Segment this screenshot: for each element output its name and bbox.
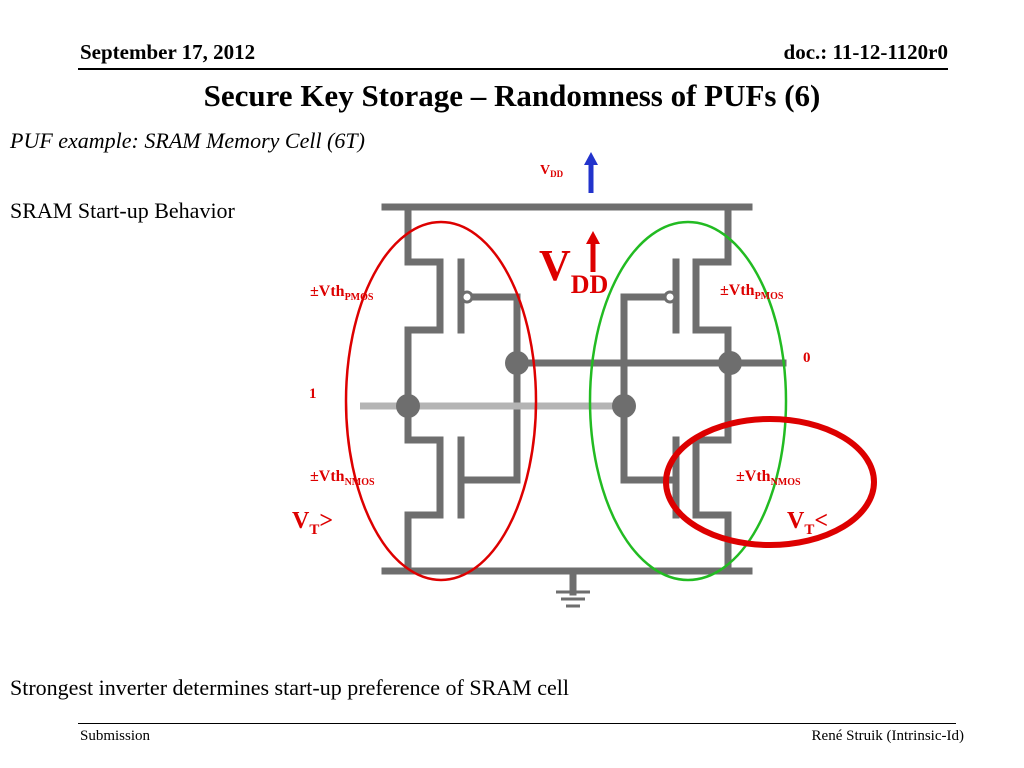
right-nmos-label: ±VthNMOS	[736, 468, 801, 488]
vdd-ramp-arrowhead-icon	[586, 231, 600, 244]
header-doc-id: doc.: 11-12-1120r0	[783, 40, 948, 64]
vdd-large-label: VDD	[539, 241, 608, 299]
junction-dots	[396, 351, 742, 418]
left-nmos-label: ±VthNMOS	[310, 468, 375, 488]
right-inverter-path	[692, 203, 732, 575]
slide-title: Secure Key Storage – Randomness of PUFs …	[203, 78, 821, 113]
left-inverter-path	[404, 203, 444, 575]
vdd-up-arrowhead-icon	[584, 152, 598, 165]
footer-submission: Submission	[80, 728, 151, 744]
conclusion-text: Strongest inverter determines start-up p…	[10, 675, 569, 700]
right-node-value: 0	[803, 350, 811, 366]
header-rule	[78, 68, 948, 70]
left-node-value: 1	[309, 386, 317, 402]
header-date: September 17, 2012	[80, 40, 256, 64]
slide-subtitle: PUF example: SRAM Memory Cell (6T)	[10, 128, 365, 153]
right-vt-label: VT<	[787, 508, 828, 538]
left-vt-label: VT>	[292, 508, 333, 538]
circuit-wires	[381, 203, 787, 596]
vdd-small-label: VDD	[540, 163, 564, 179]
left-pmos-label: ±VthPMOS	[310, 283, 374, 303]
section-heading: SRAM Start-up Behavior	[10, 198, 235, 223]
right-nmos-highlight	[663, 416, 877, 548]
left-inverter-highlight	[344, 220, 538, 582]
ground-symbol	[556, 590, 590, 608]
footer-rule	[78, 723, 956, 724]
left-pmos-bubble	[460, 290, 474, 304]
right-pmos-label: ±VthPMOS	[720, 282, 784, 302]
right-pmos-bubble	[663, 290, 677, 304]
right-inverter-highlight	[588, 220, 788, 582]
footer-author: René Struik (Intrinsic-Id)	[811, 728, 964, 744]
